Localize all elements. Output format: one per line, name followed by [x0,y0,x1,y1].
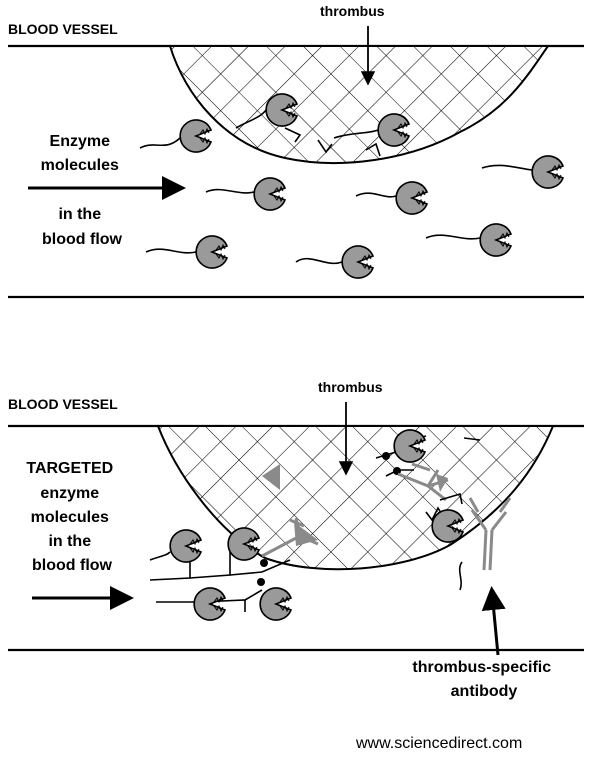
enzyme-fragment [436,474,448,492]
top-panel: BLOOD VESSEL thrombus Enzyme molecules i… [8,3,584,299]
antibody [468,497,512,571]
enzyme-molecule [169,529,202,563]
linker-dot [257,578,265,586]
flow-label: TARGETED enzyme molecules in the blood f… [26,460,117,574]
enzyme-fragment [262,464,280,490]
enzyme-molecule [235,93,302,143]
thrombus-label: thrombus [320,3,385,19]
thrombus [168,45,550,164]
enzyme-molecule [317,113,410,157]
linker-dot [382,452,390,460]
enzyme-molecule [259,587,292,621]
enzyme-molecule [355,181,428,215]
source-credit: www.sciencedirect.com [355,735,522,752]
antibody-tail [458,561,463,591]
antibody-arrow [481,586,506,656]
enzyme-fragment [294,522,318,546]
enzyme-molecule [205,177,286,211]
enzyme-molecule [481,155,564,189]
thrombus-label: thrombus [318,379,383,395]
flow-label: Enzyme molecules in the blood flow [41,133,124,248]
vessel-label: BLOOD VESSEL [8,21,118,37]
fragment [463,437,481,441]
antibody-label: thrombus-specific antibody [412,659,555,700]
enzyme-molecule [295,245,374,279]
enzyme-molecule [193,587,226,621]
enzyme-molecule [139,119,212,153]
linker-dot [260,559,268,567]
enzyme-molecule [145,235,228,269]
vessel-label: BLOOD VESSEL [8,396,118,412]
enzyme-molecule [425,223,512,257]
bottom-panel: BLOOD VESSEL thrombus TARGETED enzyme mo… [8,379,584,700]
fragment [439,492,463,505]
thrombus [156,425,555,571]
